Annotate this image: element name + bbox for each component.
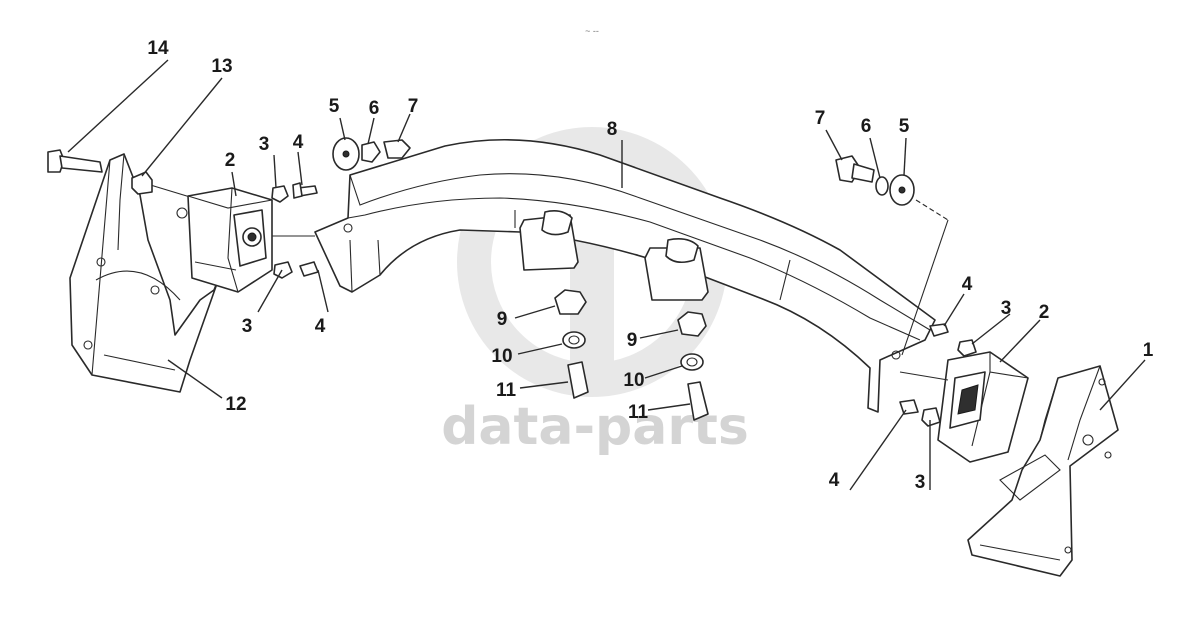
left-lower-fasteners	[273, 261, 319, 279]
callout-4-right-lower: 4	[829, 470, 840, 491]
left-washer-nut-bolt	[332, 137, 411, 171]
callout-7-left: 7	[408, 96, 419, 117]
callout-2-left: 2	[225, 150, 236, 171]
header-mark: ~ --	[585, 26, 599, 36]
callout-11-right: 11	[628, 402, 649, 423]
callout-3-left-upper: 3	[259, 134, 270, 155]
callout-14: 14	[147, 38, 169, 59]
callout-4-left-lower: 4	[315, 316, 326, 337]
center-right-hardware	[677, 311, 709, 421]
left-rubber-mount	[187, 187, 273, 293]
bolt-14	[47, 149, 103, 173]
leader-lines	[67, 59, 1146, 491]
callout-2-right: 2	[1039, 302, 1050, 323]
callout-labels: 14 13 2 3 4 5 6 7 8 3 4 12 9 10 11 9 10 …	[147, 38, 1153, 493]
center-left-hardware	[554, 289, 589, 399]
right-lower-fasteners	[899, 399, 941, 427]
right-upper-fasteners	[929, 323, 977, 357]
callout-4-left-upper: 4	[293, 132, 304, 153]
callout-12: 12	[225, 394, 246, 415]
right-rubber-mount	[937, 351, 1029, 463]
callout-5-right: 5	[899, 116, 910, 137]
callout-3-right-upper: 3	[1001, 298, 1012, 319]
callout-11-left: 11	[496, 380, 517, 401]
callout-10-left: 10	[491, 346, 512, 367]
right-washer-nut-bolt	[835, 155, 915, 206]
callout-6-left: 6	[369, 98, 380, 119]
callout-7-right: 7	[815, 108, 826, 129]
callout-13: 13	[211, 56, 232, 77]
callout-6-right: 6	[861, 116, 872, 137]
crossmember-beam	[314, 138, 936, 413]
callout-3-left-lower: 3	[242, 316, 253, 337]
callout-1: 1	[1143, 340, 1154, 361]
callout-9-left: 9	[497, 309, 508, 330]
left-upper-fasteners	[271, 182, 318, 203]
callout-10-right: 10	[623, 370, 644, 391]
callout-5-left: 5	[329, 96, 340, 117]
callout-4-right-upper: 4	[962, 274, 973, 295]
callout-9-right: 9	[627, 330, 638, 351]
callout-8: 8	[607, 119, 618, 140]
callout-3-right-lower: 3	[915, 472, 926, 493]
right-mounting-bracket	[967, 365, 1119, 577]
